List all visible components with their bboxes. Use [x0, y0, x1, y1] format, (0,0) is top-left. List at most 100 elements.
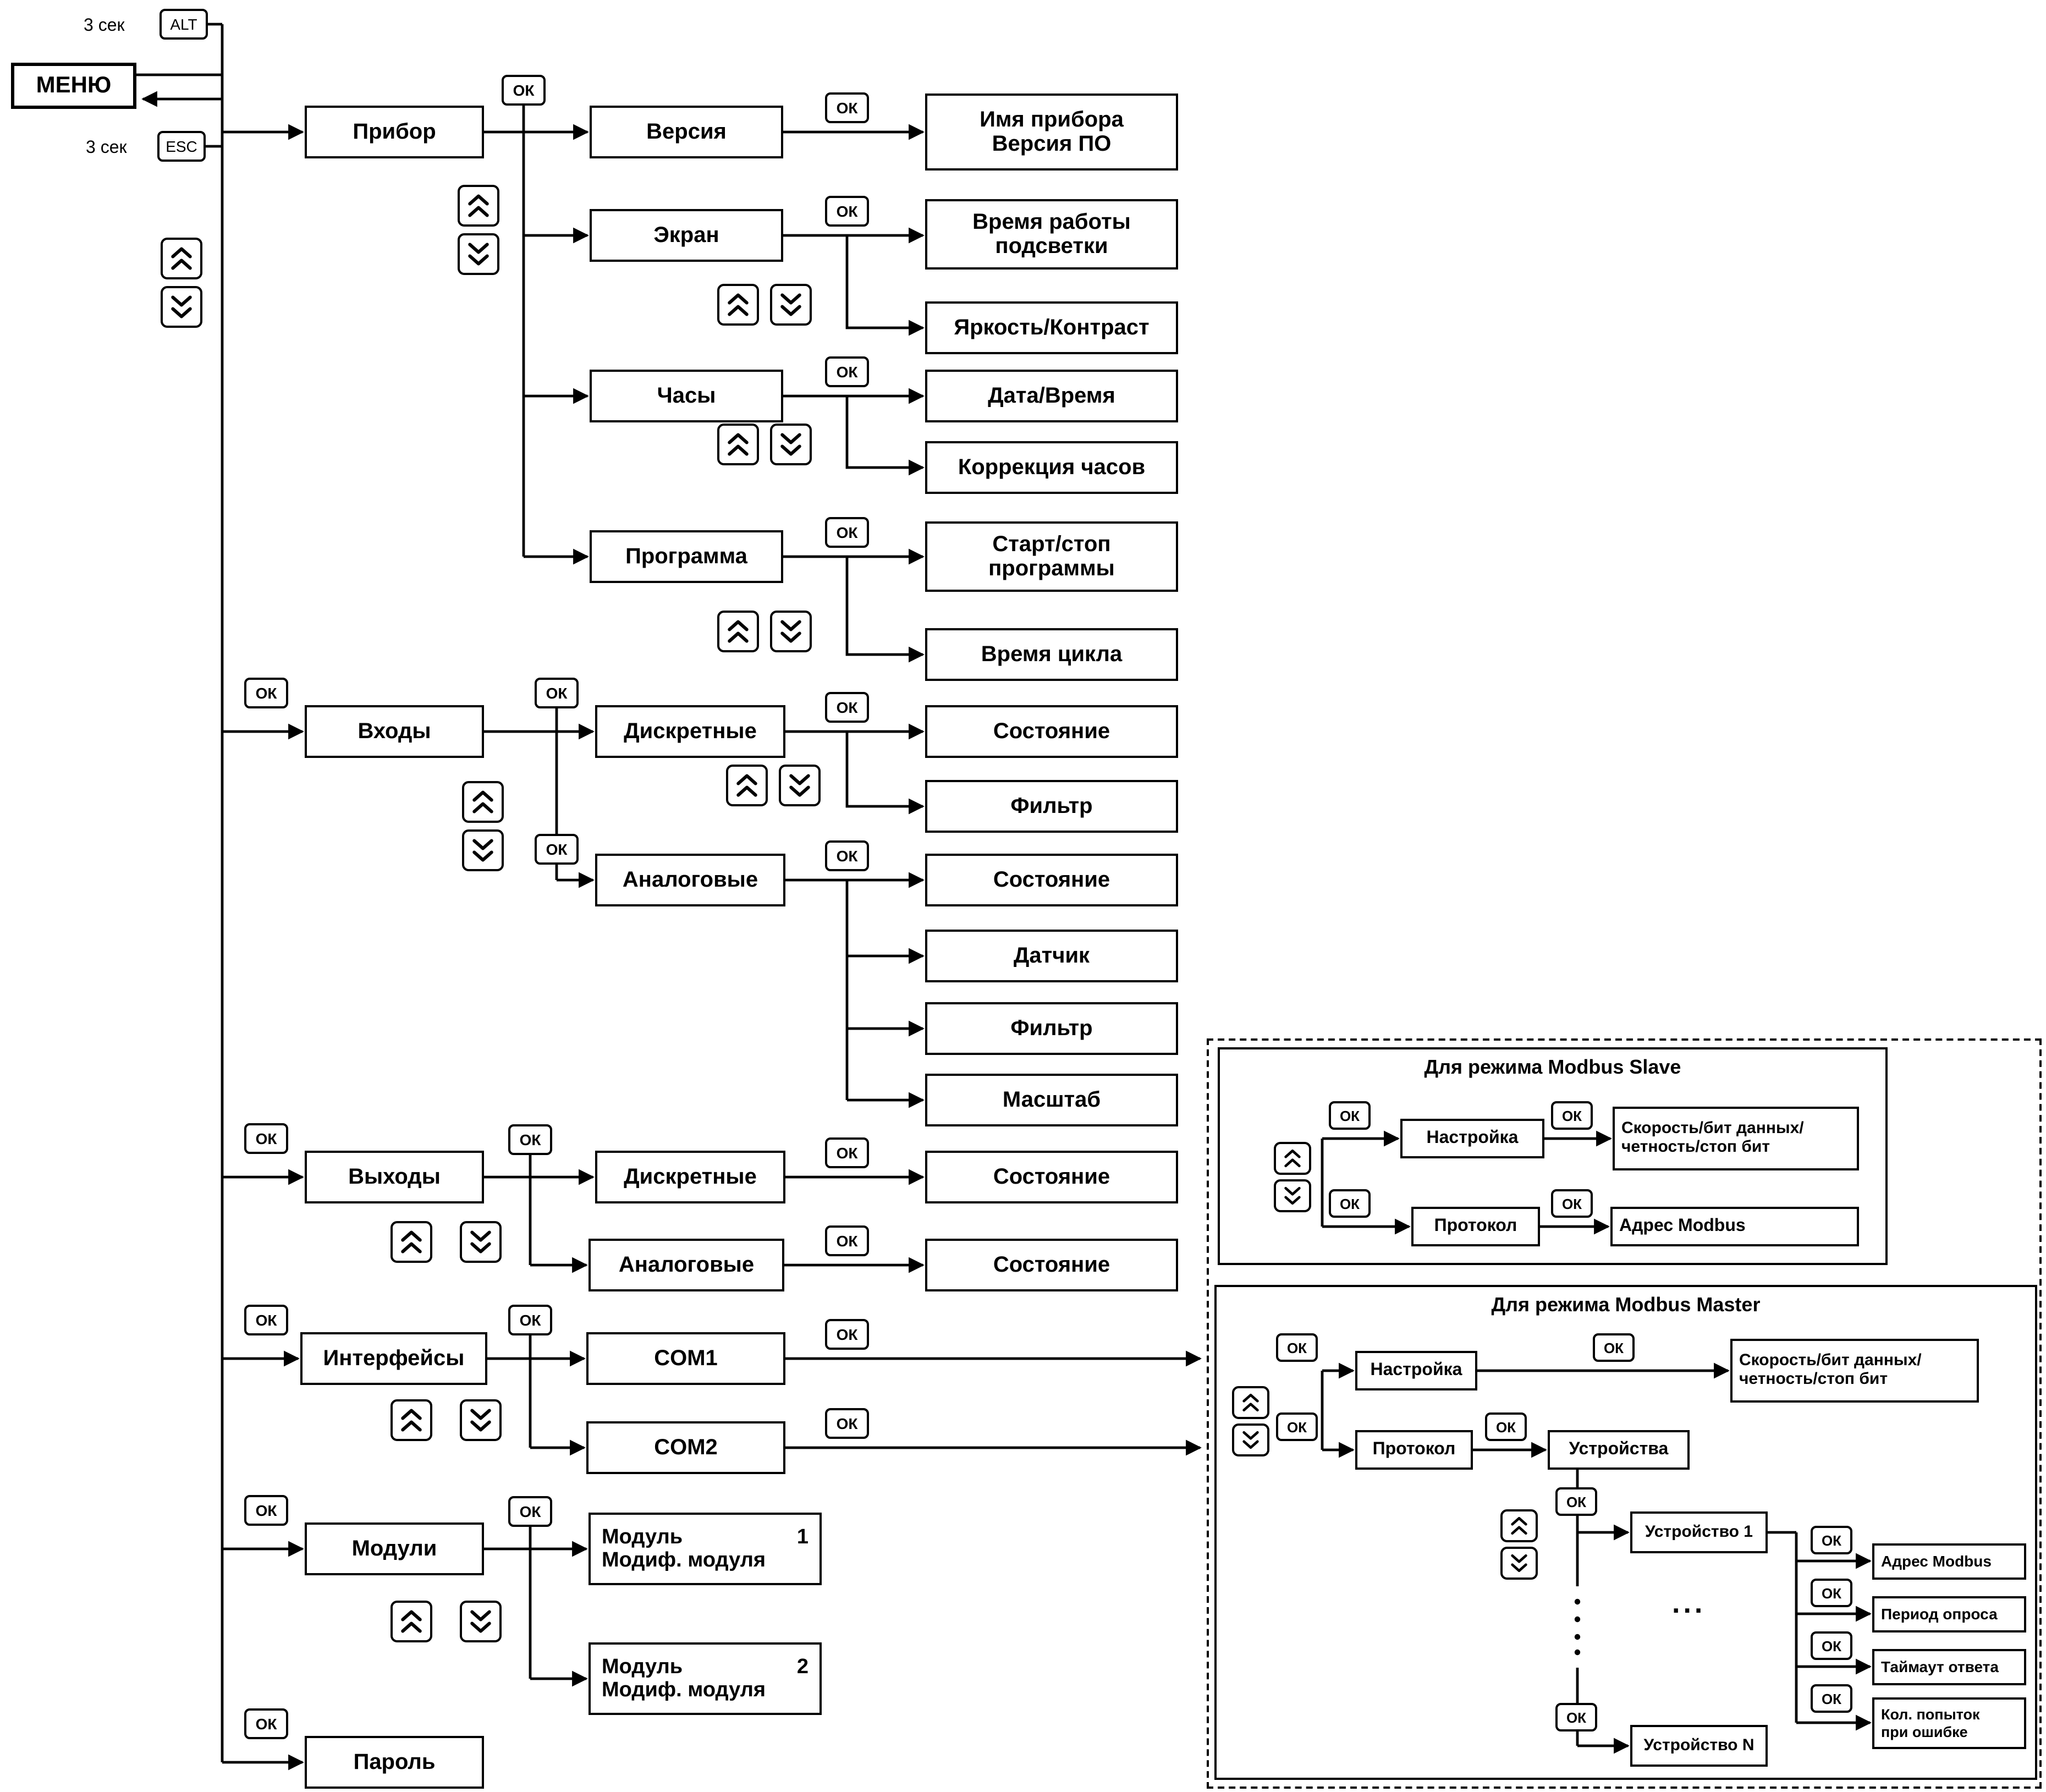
modbus-master-panel	[1214, 1285, 2037, 1780]
node-filtr-analog-box: Фильтр	[925, 1002, 1178, 1055]
ok-button: ОК	[1555, 1703, 1597, 1731]
master-ustroystvo-n-box: Устройство N	[1630, 1725, 1768, 1767]
chevron-down-button	[1232, 1423, 1269, 1456]
ok-button: ОК	[508, 1496, 552, 1527]
chevron-up-icon	[728, 620, 749, 643]
chevron-up-icon	[1242, 1393, 1259, 1412]
chevron-down-icon	[470, 1610, 491, 1633]
ok-button: ОК	[1811, 1526, 1852, 1554]
ok-button: ОК	[502, 75, 546, 106]
modbus-slave-title: Для режима Modbus Slave	[1424, 1056, 1681, 1078]
chevron-up-button	[1274, 1142, 1311, 1175]
ok-button: ОК	[508, 1305, 552, 1335]
master-ustroystvo-1-box: Устройство 1	[1630, 1511, 1768, 1553]
chevron-down-button	[1500, 1547, 1538, 1580]
ok-button: ОК	[244, 1305, 288, 1335]
ok-button: ОК	[825, 196, 869, 227]
chevron-up-icon	[472, 790, 493, 813]
chevron-up-icon	[728, 293, 749, 316]
chevron-down-icon	[780, 433, 801, 456]
ok-button: ОК	[1555, 1487, 1597, 1516]
chevron-up-icon	[468, 194, 489, 217]
ok-button: ОК	[1276, 1412, 1318, 1441]
chevron-down-icon	[789, 774, 810, 797]
chevron-down-button	[460, 1601, 502, 1642]
slave-protokol-box: Протокол	[1411, 1207, 1540, 1246]
node-sostoyanie-analog-outputs-box: Состояние	[925, 1239, 1178, 1291]
chevron-down-icon	[1284, 1186, 1301, 1205]
node-com1-box: COM1	[586, 1332, 785, 1385]
node-interfeysy-box: Интерфейсы	[300, 1332, 487, 1385]
ok-button: ОК	[244, 1708, 288, 1739]
ok-button: ОК	[1811, 1631, 1852, 1660]
ok-button: ОК	[825, 1225, 869, 1256]
chevron-down-button	[462, 829, 504, 871]
node-filtr-discrete-box: Фильтр	[925, 780, 1178, 833]
ok-button: ОК	[825, 92, 869, 123]
node-masshtab-box: Масштаб	[925, 1074, 1178, 1126]
ok-button: ОК	[244, 678, 288, 708]
chevron-up-button	[161, 238, 202, 279]
node-vhody-box: Входы	[305, 705, 484, 758]
ok-button: ОК	[825, 1137, 869, 1168]
chevron-down-icon	[470, 1230, 491, 1254]
modif-modulya-label: Модиф. модуля	[602, 1549, 766, 1572]
chevron-up-button	[717, 284, 759, 326]
modif-modulya-label: Модиф. модуля	[602, 1679, 766, 1702]
chevron-down-button	[770, 424, 812, 465]
node-analogovye-inputs-box: Аналоговые	[595, 854, 785, 906]
chevron-down-icon	[1242, 1431, 1259, 1449]
chevron-up-icon	[728, 433, 749, 456]
chevron-down-icon	[171, 295, 192, 318]
ok-button: ОК	[1593, 1333, 1635, 1362]
master-kol-popytok-box: Кол. попыток при ошибке	[1872, 1697, 2026, 1749]
ok-button: ОК	[535, 678, 579, 708]
chevron-up-button	[1500, 1509, 1538, 1542]
chevron-up-button	[391, 1399, 432, 1441]
ok-button: ОК	[1811, 1684, 1852, 1713]
chevron-down-icon	[470, 1409, 491, 1432]
node-sostoyanie-discrete-inputs-box: Состояние	[925, 705, 1178, 758]
chevron-down-icon	[780, 293, 801, 316]
chevron-up-icon	[1284, 1149, 1301, 1168]
ok-button: ОК	[244, 1123, 288, 1154]
node-yarkost-box: Яркость/Контраст	[925, 301, 1178, 354]
esc-button: ESC	[157, 131, 206, 162]
node-com2-box: COM2	[586, 1421, 785, 1474]
master-adres-modbus-box: Адрес Modbus	[1872, 1543, 2026, 1580]
hold-3s-label: 3 сек	[86, 139, 127, 157]
modul-number: 2	[796, 1655, 809, 1679]
chevron-down-button	[460, 1399, 502, 1441]
node-chasy-box: Часы	[590, 370, 783, 422]
chevron-down-button	[458, 233, 499, 275]
node-modul-2-box: Модуль 2 Модиф. модуля	[588, 1642, 822, 1715]
node-sostoyanie-discrete-outputs-box: Состояние	[925, 1151, 1178, 1203]
chevron-up-icon	[736, 774, 757, 797]
node-versiya-box: Версия	[590, 106, 783, 158]
node-data-vremya-box: Дата/Время	[925, 370, 1178, 422]
modbus-master-title: Для режима Modbus Master	[1491, 1294, 1761, 1316]
master-taymaut-otveta-box: Таймаут ответа	[1872, 1649, 2026, 1685]
ellipsis-horizontal: ...	[1672, 1586, 1706, 1619]
chevron-up-icon	[171, 247, 192, 270]
modul-label: Модуль	[602, 1655, 683, 1679]
chevron-down-icon	[472, 839, 493, 862]
slave-adres-modbus-box: Адрес Modbus	[1610, 1207, 1859, 1246]
node-ekran-box: Экран	[590, 209, 783, 262]
ok-button: ОК	[1329, 1189, 1371, 1218]
node-imya-pribora-box: Имя прибора Версия ПО	[925, 94, 1178, 171]
ok-button: ОК	[825, 356, 869, 387]
ellipsis-vertical	[1574, 1598, 1581, 1656]
chevron-up-icon	[401, 1230, 422, 1254]
master-nastroyka-box: Настройка	[1355, 1351, 1477, 1390]
chevron-up-icon	[401, 1610, 422, 1633]
chevron-down-button	[779, 765, 821, 806]
ok-button: ОК	[1485, 1412, 1527, 1441]
ok-button: ОК	[1811, 1579, 1852, 1607]
ok-button: ОК	[825, 517, 869, 548]
ok-button: ОК	[508, 1124, 552, 1155]
ok-button: ОК	[825, 1408, 869, 1439]
chevron-down-button	[1274, 1179, 1311, 1212]
